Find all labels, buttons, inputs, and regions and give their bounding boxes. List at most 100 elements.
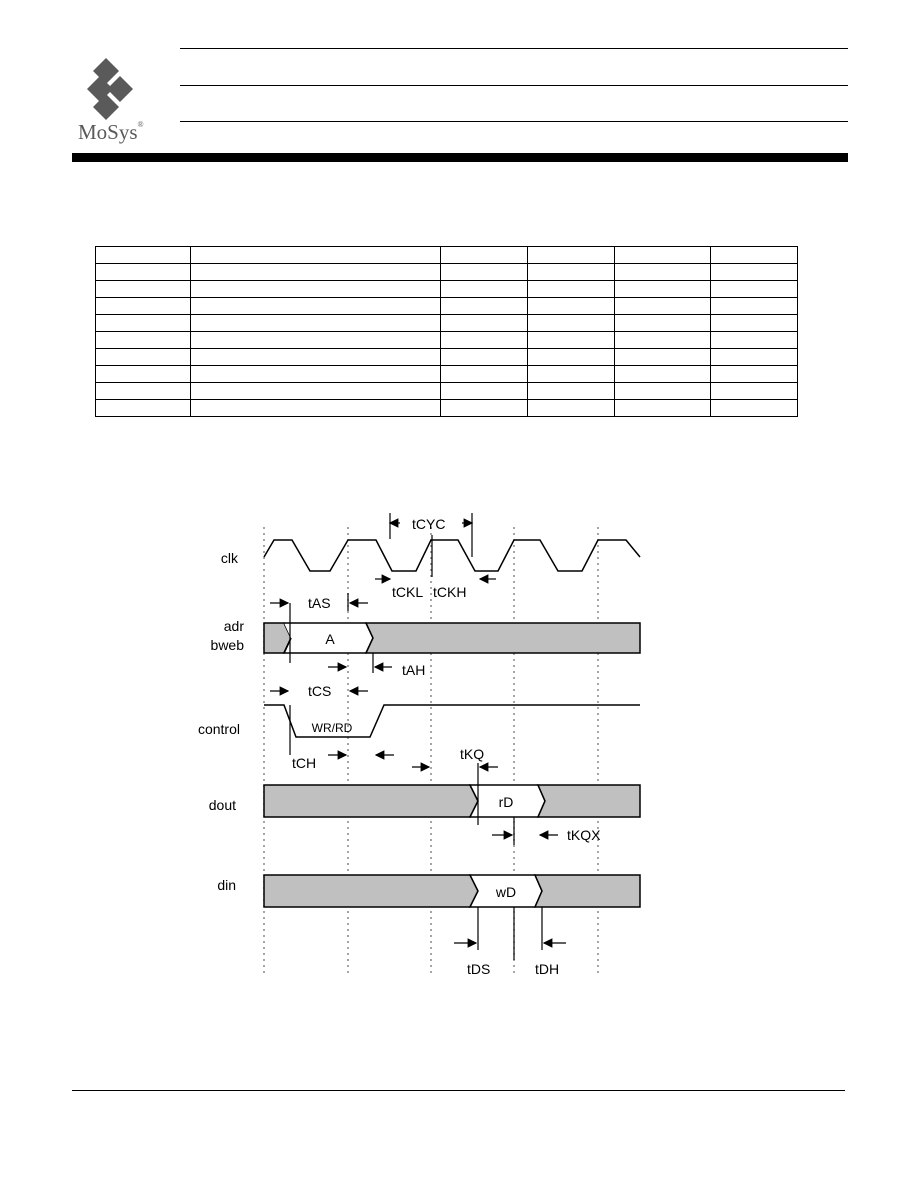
table-cell — [95, 297, 191, 315]
dout-shaded-right — [536, 784, 641, 818]
signal-label-clk: clk — [221, 550, 239, 566]
mosys-logo: MoSys® — [78, 56, 178, 148]
table-cell — [527, 348, 615, 366]
param-label-tch: tCH — [292, 755, 316, 771]
reference-lines — [263, 527, 599, 973]
dout-shaded-left — [263, 784, 479, 818]
table-cell — [95, 246, 191, 264]
table-cell — [614, 297, 711, 315]
header-rule-2 — [180, 85, 848, 86]
table-cell — [190, 382, 441, 400]
table-cell — [95, 382, 191, 400]
param-label-tah: tAH — [402, 662, 425, 678]
param-label-tdh: tDH — [535, 961, 559, 977]
param-label-tkqx: tKQX — [567, 827, 601, 843]
table-row — [95, 314, 798, 332]
table-cell — [440, 365, 528, 383]
table-cell — [614, 331, 711, 349]
param-label-tas: tAS — [308, 595, 331, 611]
table-row — [95, 331, 798, 349]
table-cell — [440, 246, 528, 264]
table-cell — [440, 297, 528, 315]
table-cell — [614, 348, 711, 366]
table-cell — [710, 246, 798, 264]
table-cell — [440, 331, 528, 349]
table-cell — [710, 314, 798, 332]
table-cell — [95, 348, 191, 366]
table-cell — [190, 246, 441, 264]
bus-label-write-data: wD — [495, 884, 516, 900]
table-cell — [190, 348, 441, 366]
table-cell — [710, 399, 798, 417]
table-cell — [710, 263, 798, 281]
bus-label-read-data: rD — [499, 794, 514, 810]
table-cell — [440, 314, 528, 332]
table-cell — [527, 263, 615, 281]
header-rule-3 — [180, 121, 848, 122]
table-cell — [614, 280, 711, 298]
table-cell — [440, 280, 528, 298]
table-cell — [710, 348, 798, 366]
header-thick-bar — [72, 153, 848, 162]
table-cell — [710, 382, 798, 400]
table-cell — [95, 365, 191, 383]
table-row — [95, 399, 798, 417]
signal-label-control: control — [198, 721, 240, 737]
table-cell — [190, 263, 441, 281]
spec-table — [95, 246, 798, 417]
diamond-logo-icon — [87, 58, 133, 120]
table-cell — [527, 246, 615, 264]
table-row — [95, 365, 798, 383]
footer-rule — [72, 1090, 845, 1091]
param-label-tds: tDS — [467, 961, 490, 977]
table-row — [95, 246, 798, 264]
table-row — [95, 263, 798, 281]
table-cell — [710, 280, 798, 298]
control-waveform — [264, 704, 640, 738]
param-label-tckl: tCKL — [392, 584, 423, 600]
table-row — [95, 297, 798, 315]
din-shaded-right — [533, 874, 641, 908]
table-cell — [527, 382, 615, 400]
timing-markers — [270, 513, 566, 960]
table-cell — [190, 365, 441, 383]
table-cell — [614, 314, 711, 332]
table-cell — [710, 331, 798, 349]
table-cell — [95, 314, 191, 332]
table-cell — [614, 263, 711, 281]
signal-label-dout: dout — [209, 797, 236, 813]
table-cell — [440, 399, 528, 417]
table-cell — [710, 365, 798, 383]
timing-diagram: clk adr bweb control dout din A WR/RD rD… — [198, 513, 641, 977]
table-cell — [527, 399, 615, 417]
table-cell — [95, 331, 191, 349]
bus-label-address: A — [325, 631, 335, 647]
table-cell — [527, 365, 615, 383]
bus-label-control: WR/RD — [312, 721, 353, 735]
table-cell — [190, 314, 441, 332]
table-cell — [440, 382, 528, 400]
table-cell — [95, 263, 191, 281]
table-cell — [614, 399, 711, 417]
table-cell — [190, 280, 441, 298]
table-cell — [614, 246, 711, 264]
param-label-tckh: tCKH — [433, 584, 466, 600]
table-cell — [527, 297, 615, 315]
table-cell — [95, 280, 191, 298]
signal-label-din: din — [217, 877, 236, 893]
table-cell — [710, 297, 798, 315]
table-cell — [527, 280, 615, 298]
param-label-tcyc: tCYC — [412, 516, 445, 532]
din-shaded-left — [263, 874, 479, 908]
logo-registered-mark: ® — [137, 120, 144, 129]
table-cell — [614, 382, 711, 400]
table-cell — [527, 331, 615, 349]
signal-label-adr: adr — [224, 618, 245, 634]
logo-text: MoSys — [78, 120, 138, 144]
table-cell — [95, 399, 191, 417]
param-label-tkq: tKQ — [460, 746, 484, 762]
table-cell — [527, 314, 615, 332]
table-row — [95, 348, 798, 366]
table-cell — [190, 399, 441, 417]
table-row — [95, 382, 798, 400]
